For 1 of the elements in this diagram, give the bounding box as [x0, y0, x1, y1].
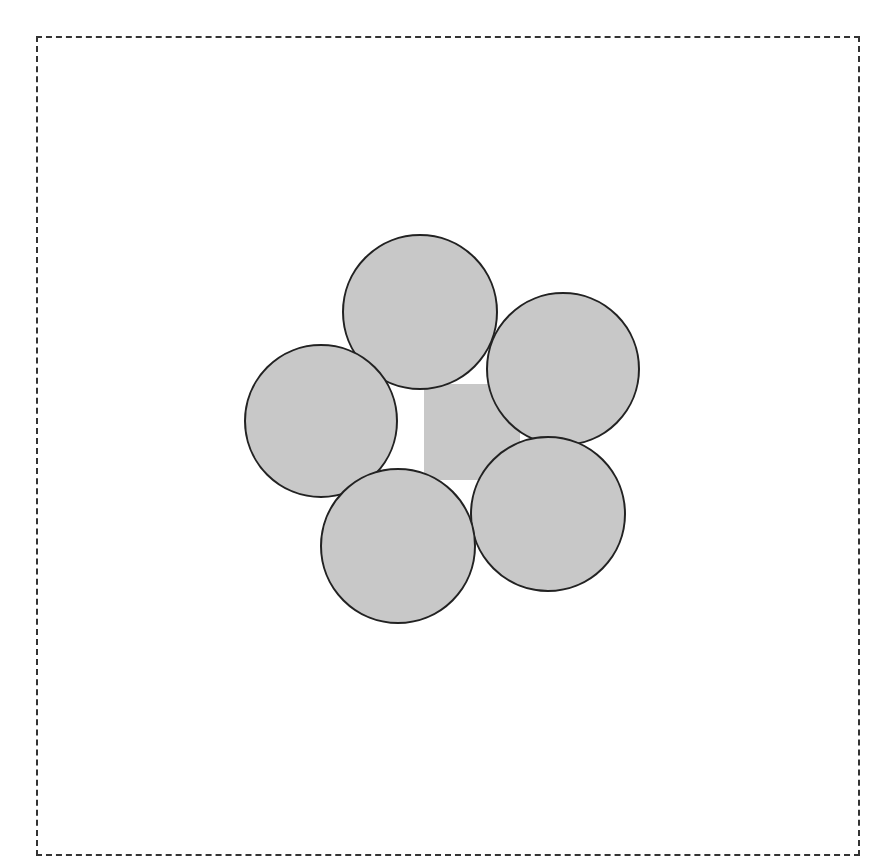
dashed-frame — [36, 36, 860, 856]
